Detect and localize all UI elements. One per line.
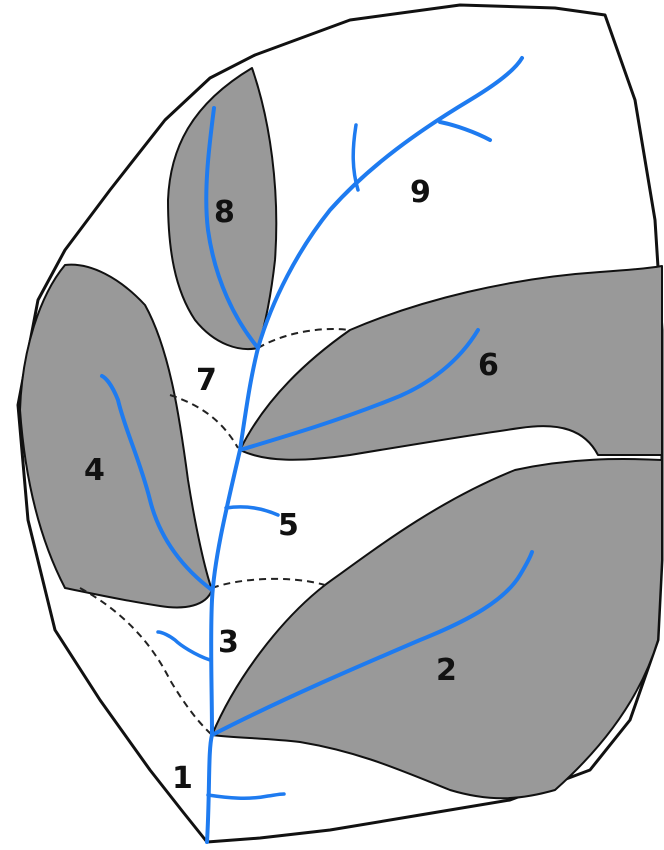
- zone-label-6: 6: [478, 348, 499, 383]
- zone-label-5: 5: [278, 508, 299, 543]
- zone-label-2: 2: [436, 653, 457, 688]
- zone-label-7: 7: [196, 363, 217, 398]
- zone-label-8: 8: [214, 195, 235, 230]
- zone-label-4: 4: [84, 453, 105, 488]
- zone-label-1: 1: [172, 761, 193, 796]
- zone-label-9: 9: [410, 175, 431, 210]
- zone-label-3: 3: [218, 625, 239, 660]
